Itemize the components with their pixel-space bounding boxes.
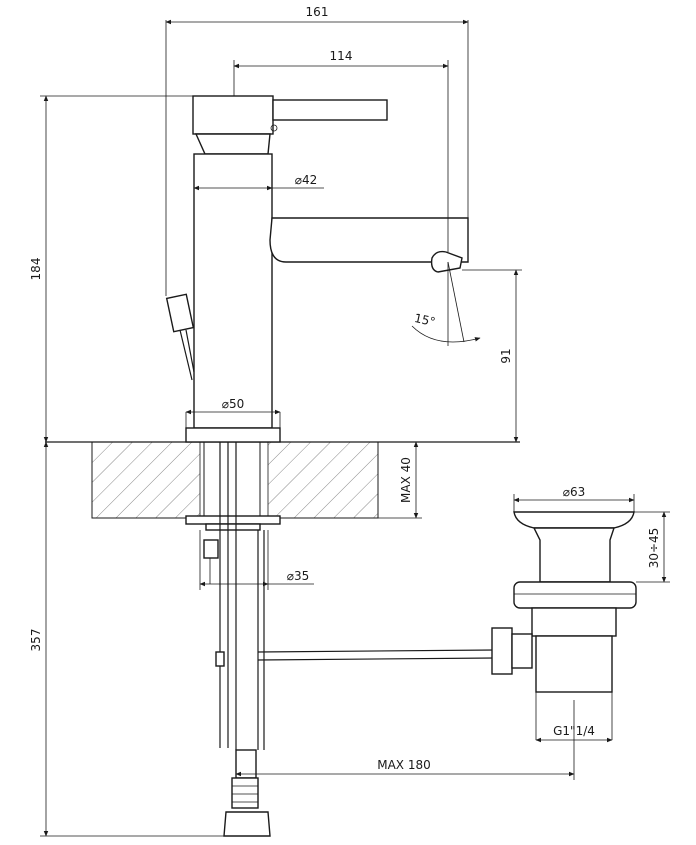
mixer-body <box>165 20 469 443</box>
dim-waste-diameter: ⌀63 <box>563 485 586 499</box>
dimension-lines <box>40 19 670 837</box>
pop-up-waste <box>491 511 637 740</box>
dim-counter-thickness: MAX 40 <box>399 457 413 503</box>
dim-overall-width: 161 <box>306 5 329 19</box>
dim-body-diameter: ⌀42 <box>295 173 318 187</box>
dim-spout-angle: 15° <box>413 311 437 329</box>
dim-below-counter: 357 <box>29 629 43 652</box>
dim-spout-reach: 114 <box>330 49 353 63</box>
shank-assembly <box>185 441 496 837</box>
dim-height-total: 184 <box>29 258 43 281</box>
countertop-section <box>91 441 379 519</box>
dim-waste-thread: G1"1/4 <box>553 724 595 738</box>
dim-base-diameter: ⌀50 <box>222 397 245 411</box>
dim-rod-length: MAX 180 <box>377 758 431 772</box>
dim-spout-height: 91 <box>499 348 513 363</box>
dim-shank-diameter: ⌀35 <box>287 569 310 583</box>
dim-waste-height: 30÷45 <box>647 528 661 569</box>
